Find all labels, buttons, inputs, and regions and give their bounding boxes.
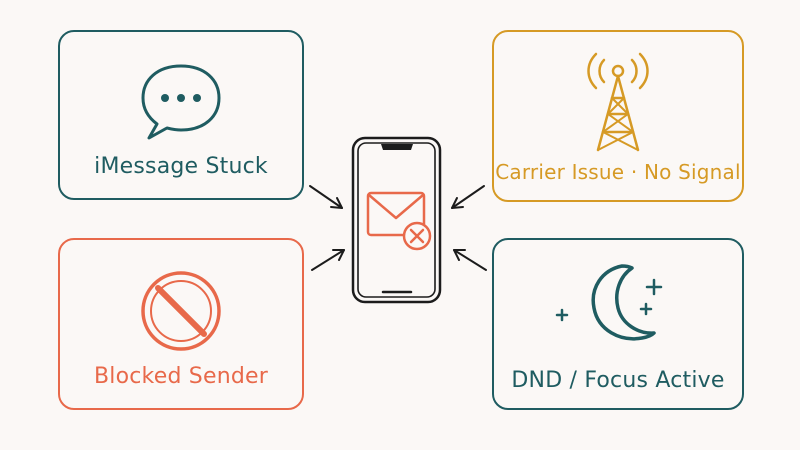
arrow-from-carrier [451,185,485,209]
arrow-from-imessage [309,185,343,209]
prohibited-icon [60,266,302,356]
card-dnd-focus: DND / Focus Active [492,238,744,410]
moon-stars-icon [494,260,742,352]
card-carrier-issue: Carrier Issue · No Signal [492,30,744,202]
card-blocked-sender: Blocked Sender [58,238,304,410]
card-label-carrier: Carrier Issue · No Signal [495,160,741,184]
arrow-from-blocked [311,249,345,271]
cell-tower-icon [494,46,742,154]
card-label-dnd: DND / Focus Active [511,368,725,393]
envelope-error-icon [366,191,432,251]
card-label-blocked: Blocked Sender [94,364,268,389]
speech-bubble-icon [60,60,302,144]
card-label-imessage: iMessage Stuck [94,154,268,179]
arrow-from-dnd [453,249,487,271]
card-imessage-stuck: iMessage Stuck [58,30,304,200]
phone-icon [351,136,442,304]
